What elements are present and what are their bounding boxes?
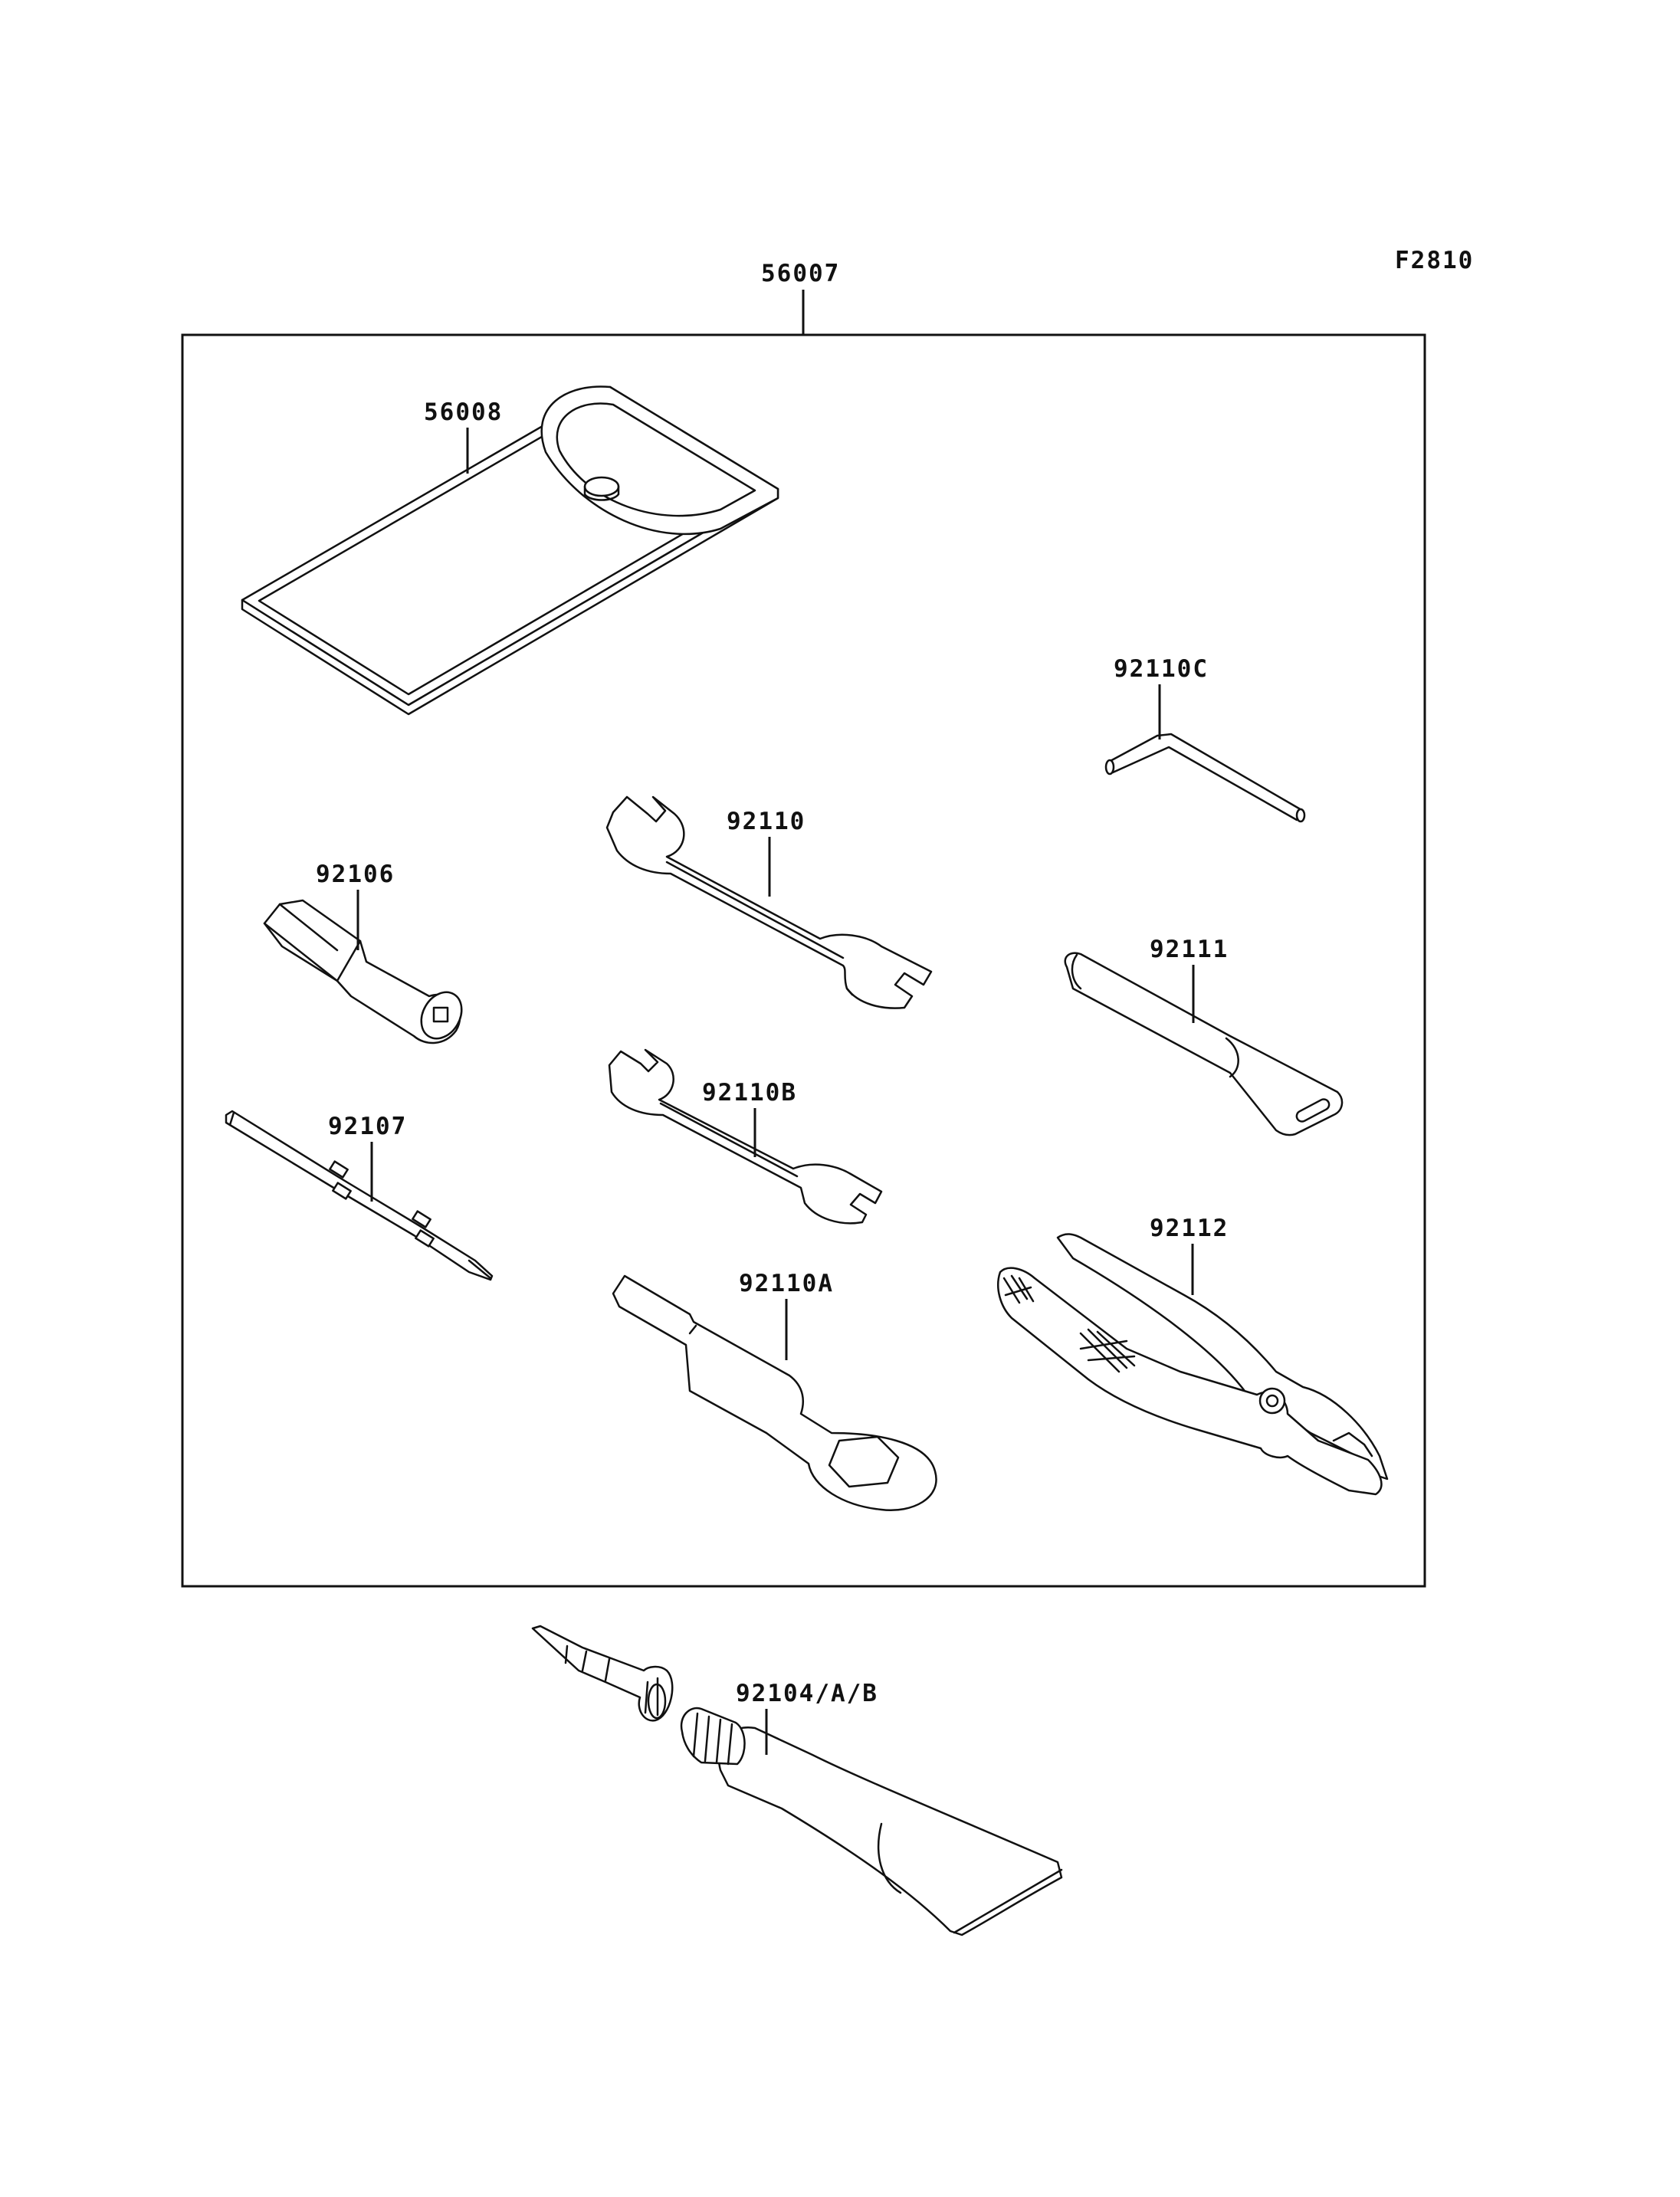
socket-driver-icon <box>263 899 463 1044</box>
extension-bar-icon <box>1064 952 1344 1136</box>
kit-frame <box>181 333 1426 1588</box>
kit-part-label: 56007 <box>761 260 840 287</box>
figure-code: F2810 <box>1395 247 1474 274</box>
box-wrench-icon <box>612 1274 937 1511</box>
label-92110C: 92110C <box>1114 655 1209 683</box>
label-92110: 92110 <box>727 808 806 835</box>
label-92110A: 92110A <box>739 1270 834 1297</box>
open-end-wrench-icon <box>605 795 933 1009</box>
label-56008: 56008 <box>424 398 503 426</box>
pliers-icon <box>997 1233 1389 1496</box>
tube-and-nozzle-icon <box>531 1625 1063 1936</box>
hex-key-icon <box>1104 733 1306 823</box>
label-92111: 92111 <box>1150 936 1229 963</box>
tool-bag-icon <box>241 385 779 716</box>
label-92112: 92112 <box>1150 1215 1229 1242</box>
label-92104AB: 92104/A/B <box>736 1680 878 1707</box>
label-92106: 92106 <box>316 861 395 888</box>
label-92107: 92107 <box>328 1113 407 1140</box>
open-end-wrench-small-icon <box>608 1048 883 1225</box>
screwdriver-icon <box>225 1110 494 1281</box>
label-92110B: 92110B <box>702 1079 797 1107</box>
